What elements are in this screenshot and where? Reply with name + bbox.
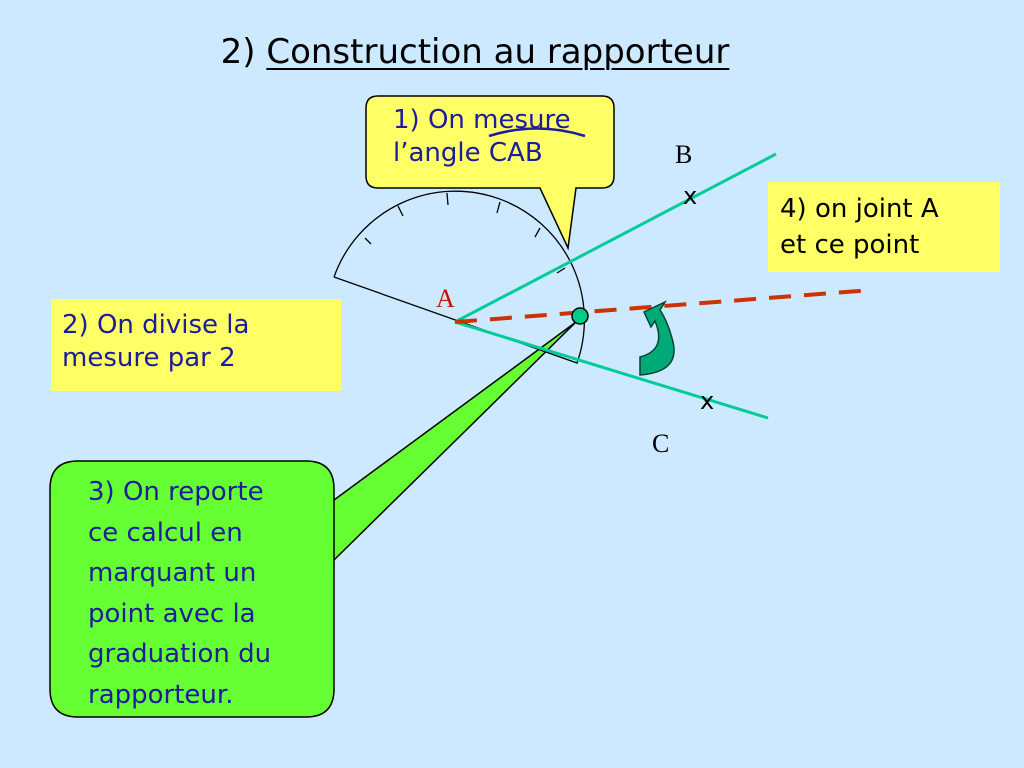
step2-text: 2) On divise la mesure par 2: [62, 309, 249, 375]
point-a-label: A: [436, 284, 455, 313]
protractor-tick: [496, 201, 501, 214]
point-c-label: C: [652, 429, 670, 458]
step3-line2: ce calcul en: [88, 517, 243, 548]
x-mark-c: x: [700, 387, 715, 415]
step3-line3: marquant un: [88, 558, 257, 588]
step1-line2: l’angle CAB: [393, 127, 586, 170]
point-b-label: B: [675, 140, 693, 169]
step2-line1: 2) On divise la: [62, 310, 250, 340]
ray-ab: [454, 152, 777, 324]
step3-line6: rapporteur.: [88, 679, 234, 710]
step2-line2: mesure par 2: [62, 343, 236, 373]
callout-step2-shape: [51, 299, 341, 391]
ray-ac: [454, 320, 769, 420]
callout-step4-shape: [768, 182, 1000, 272]
step1-text: 1) On mesure l’angle CAB: [393, 104, 586, 170]
step3-line1: 3) On reporte: [88, 477, 264, 507]
step1-line1: 1) On mesure: [393, 105, 571, 135]
bisector-point: [571, 307, 589, 325]
step3-text: 3) On reporte ce calcul en marquant un p…: [88, 472, 271, 715]
protractor-tick: [556, 267, 566, 274]
callout-step1-shape: [365, 95, 615, 251]
protractor-tick: [446, 192, 449, 206]
step3-line4: point avec la: [88, 598, 256, 629]
protractor-tick: [397, 205, 404, 217]
title-text: Construction au rapporteur: [266, 32, 730, 72]
protractor-tick: [364, 237, 372, 245]
page-title: 2) Construction au rapporteur: [0, 32, 950, 72]
step3-line5: graduation du: [88, 639, 272, 669]
protractor: [333, 190, 585, 364]
step1-line2-prefix: l’angle: [393, 138, 489, 168]
callout-step3-shape: [49, 321, 577, 718]
angle-arc-icon: [488, 127, 586, 138]
x-mark-b: x: [683, 182, 698, 210]
title-number: 2): [220, 32, 256, 72]
step1-angle-name: CAB: [488, 138, 543, 168]
protractor-outline: [333, 190, 585, 364]
step4-line1: 4) on joint A: [780, 194, 939, 224]
step4-text: 4) on joint A et ce point: [780, 191, 939, 263]
curved-arrow-icon: [639, 300, 675, 376]
step4-line2: et ce point: [780, 230, 920, 260]
angle-notation: CAB: [488, 127, 586, 170]
protractor-tick: [534, 227, 541, 238]
